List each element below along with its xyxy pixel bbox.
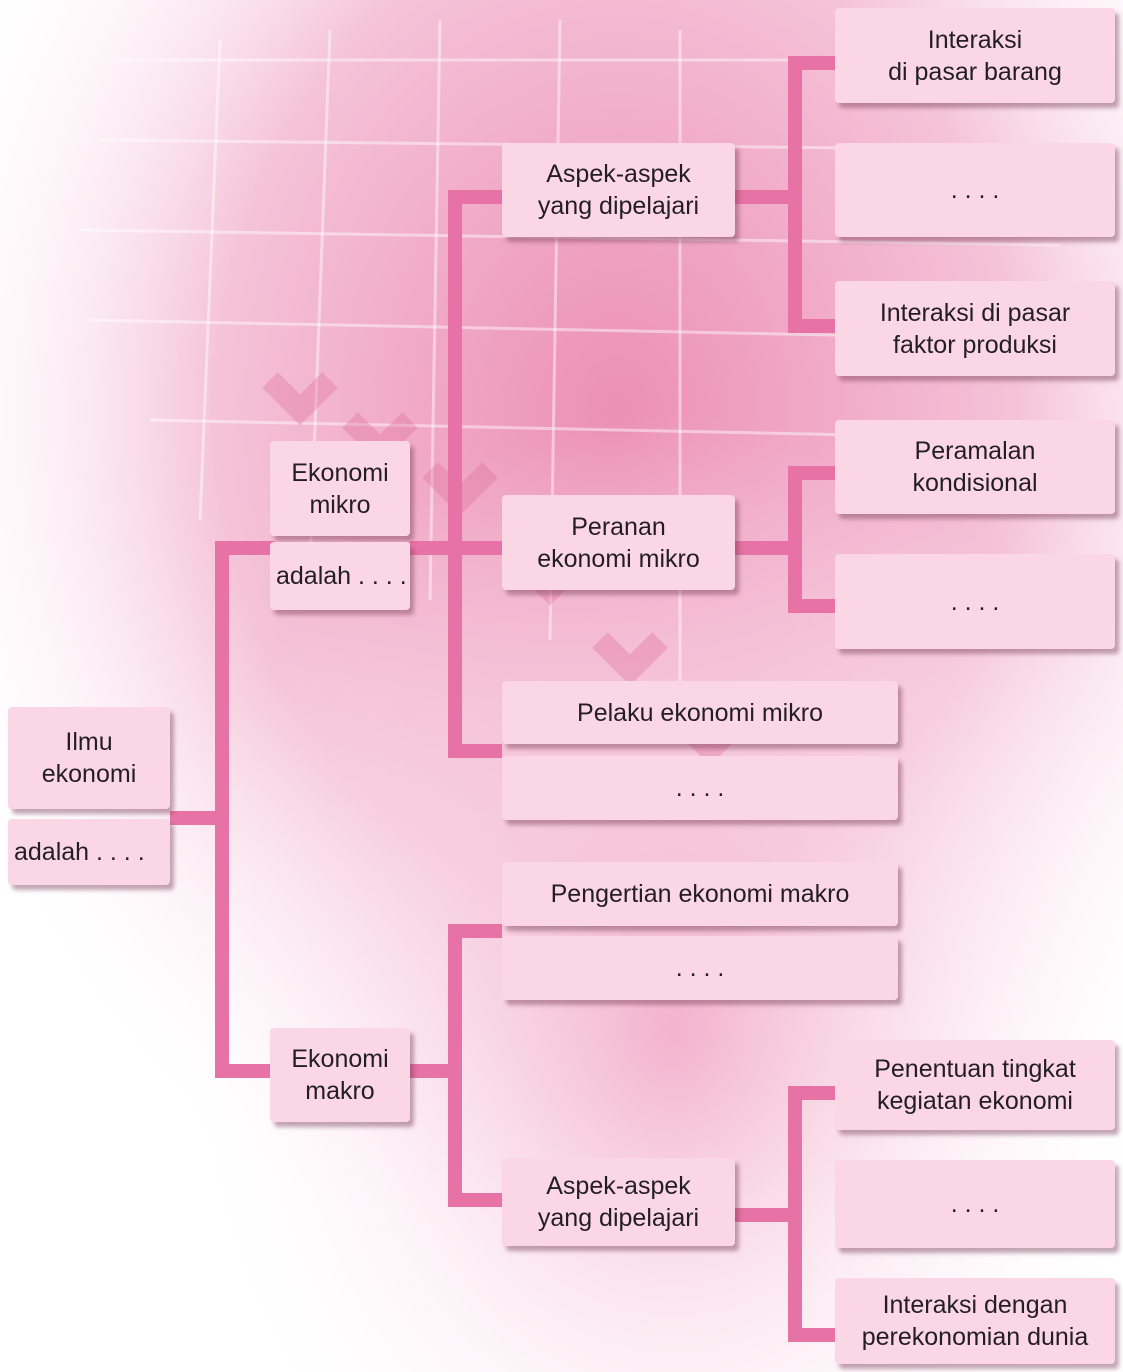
root-definition-box: adalah . . . . (8, 819, 170, 885)
micro-aspect-item-3: Interaksi di pasar faktor produksi (835, 281, 1115, 376)
macro-title-box: Ekonomi makro (270, 1028, 410, 1122)
macro-definition-box: Pengertian ekonomi makro (502, 862, 898, 926)
micro-actors-box: Pelaku ekonomi mikro (502, 681, 898, 744)
macro-aspects-box: Aspek-aspek yang dipelajari (502, 1158, 735, 1246)
micro-blank-box: . . . . (502, 756, 898, 820)
micro-role-box: Peranan ekonomi mikro (502, 495, 735, 590)
micro-aspect-item-1: Interaksi di pasar barang (835, 8, 1115, 103)
micro-role-item-2: . . . . (835, 554, 1115, 649)
micro-definition-box: adalah . . . . (270, 542, 410, 610)
micro-title-box: Ekonomi mikro (270, 441, 410, 536)
micro-role-item-1: Peramalan kondisional (835, 420, 1115, 514)
micro-aspects-box: Aspek-aspek yang dipelajari (502, 143, 735, 237)
macro-aspect-item-2: . . . . (835, 1160, 1115, 1248)
root-title-box: Ilmu ekonomi (8, 707, 170, 809)
macro-blank-box: . . . . (502, 936, 898, 1000)
micro-aspect-item-2: . . . . (835, 143, 1115, 237)
macro-aspect-item-3: Interaksi dengan perekonomian dunia (835, 1278, 1115, 1364)
macro-aspect-item-1: Penentuan tingkat kegiatan ekonomi (835, 1040, 1115, 1130)
